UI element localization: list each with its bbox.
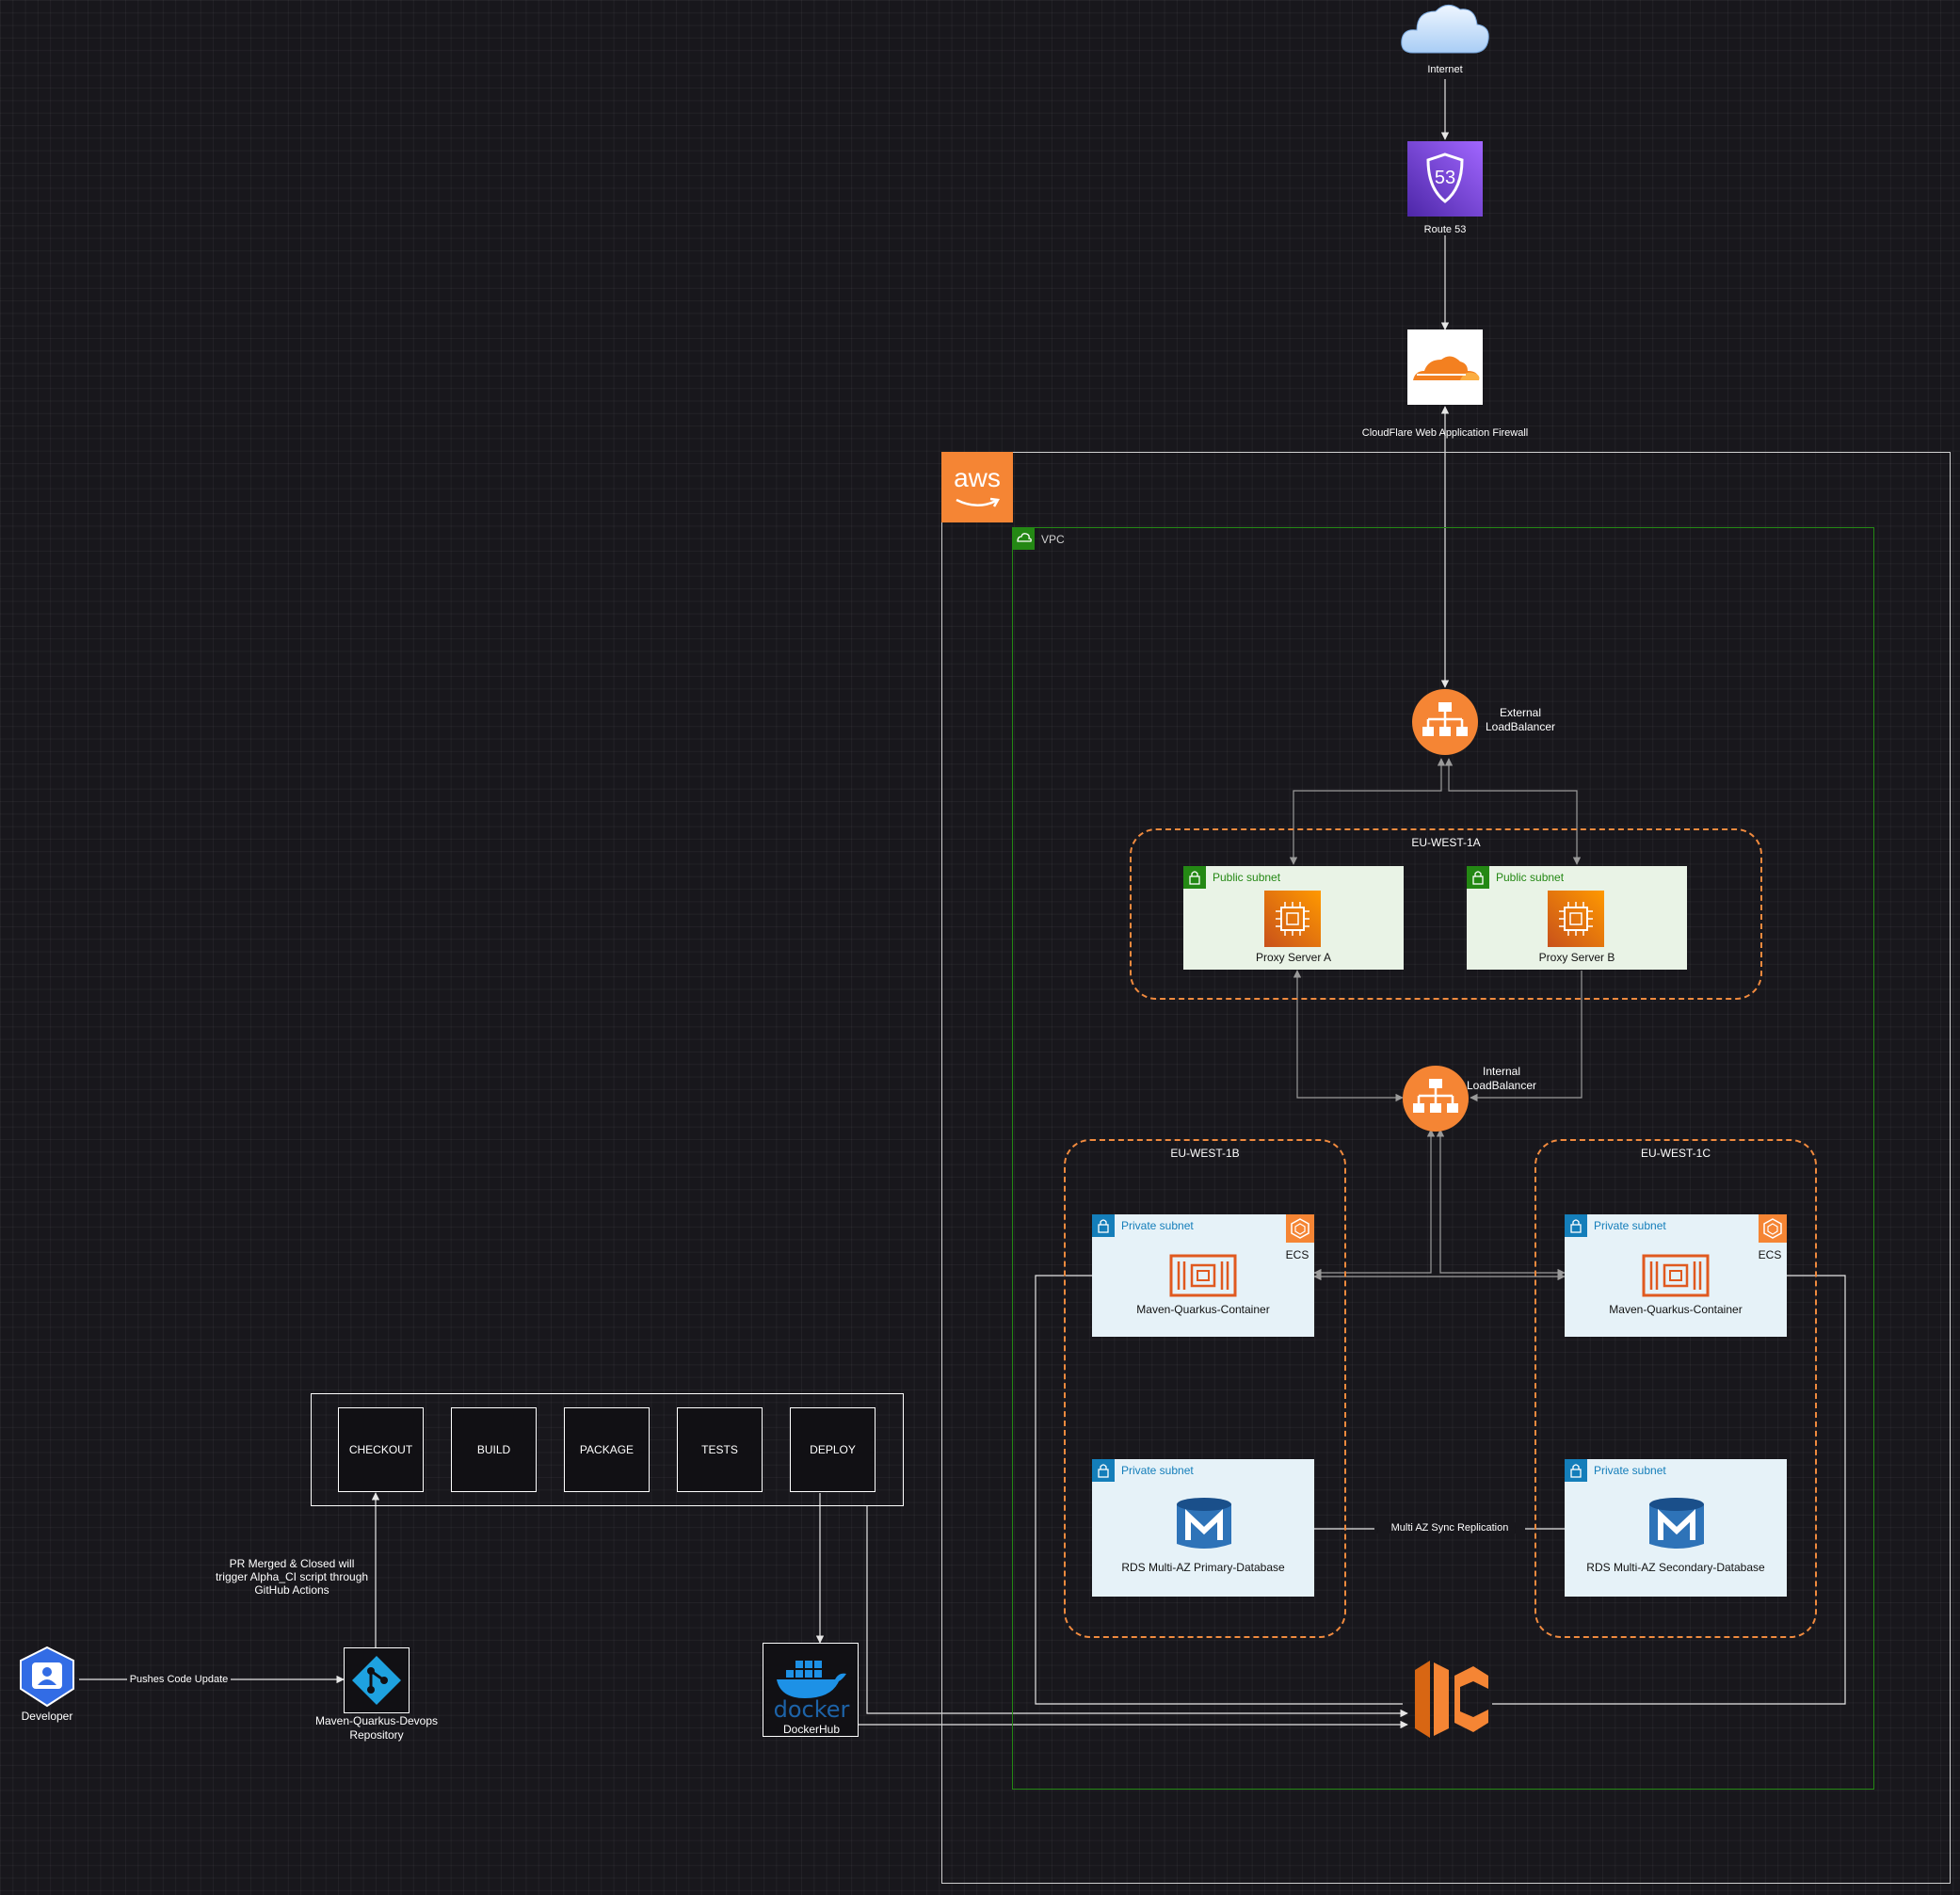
container-1c-label: Maven-Quarkus-Container [1609, 1303, 1743, 1316]
proxy-server-b-label: Proxy Server B [1538, 951, 1615, 964]
external-lb-label-2: LoadBalancer [1485, 720, 1556, 733]
docker-wordmark: docker [773, 1696, 850, 1723]
vpc-icon [1012, 527, 1035, 550]
ecs-badge-icon [1759, 1214, 1787, 1243]
ecs-badge-icon [1286, 1214, 1314, 1243]
ecs-service-icon[interactable] [1407, 1657, 1492, 1742]
repository-label-2: Repository [349, 1728, 404, 1742]
pushes-label: Pushes Code Update [127, 1674, 231, 1685]
dockerhub-node[interactable]: docker DockerHub [763, 1643, 859, 1737]
az-title: EU-WEST-1C [1640, 1147, 1711, 1160]
rds-database-icon [1177, 1498, 1231, 1549]
private-subnet-1b-db: Private subnet RDS Multi-AZ Primary-Data… [1092, 1459, 1314, 1597]
lock-icon [1565, 1459, 1587, 1482]
subnet-title: Private subnet [1594, 1464, 1666, 1477]
edge-extlb-proxy-a [1289, 758, 1446, 865]
internal-lb-label-1: Internal [1482, 1065, 1521, 1078]
az-eu-west-1c: EU-WEST-1C [1534, 1139, 1817, 1638]
route53-label: Route 53 [1423, 224, 1467, 235]
internal-loadbalancer-node[interactable] [1403, 1066, 1469, 1132]
private-subnet-1b-app: Private subnet ECS Maven-Quarkus-Contain… [1092, 1214, 1314, 1337]
az-eu-west-1b: EU-WEST-1B [1064, 1139, 1346, 1638]
aws-cloud-group [941, 452, 1951, 1884]
developer-icon[interactable] [15, 1646, 79, 1710]
repository-node[interactable] [344, 1647, 410, 1713]
ecs-service-label: ECS [1285, 1248, 1309, 1261]
edge-proxy-a-intlb [1293, 970, 1404, 1102]
repository-label-1: Maven-Quarkus-Devops [314, 1714, 439, 1727]
rds-database-icon [1649, 1498, 1704, 1549]
cloudflare-cloud-icon [1413, 356, 1480, 380]
external-loadbalancer-node[interactable] [1412, 689, 1478, 755]
proxy-server-a-label: Proxy Server A [1255, 951, 1332, 964]
stage-deploy[interactable]: DEPLOY [790, 1407, 876, 1492]
aws-logo: aws [941, 452, 1013, 522]
secondary-db-label: RDS Multi-AZ Secondary-Database [1586, 1561, 1765, 1574]
external-lb-label-1: External [1499, 706, 1542, 719]
lock-icon [1467, 866, 1489, 889]
vpc-group [1012, 527, 1874, 1790]
edge-pipeline-ecs [866, 1506, 1408, 1718]
dockerhub-label: DockerHub [782, 1723, 841, 1736]
cloud-icon [1401, 5, 1489, 54]
ec2-icon [1548, 891, 1604, 947]
route53-badge: 53 [1434, 168, 1456, 188]
stage-build[interactable]: BUILD [451, 1407, 537, 1492]
public-subnet-a: Public subnet Proxy Server A [1183, 866, 1404, 970]
route53-shield-icon [1426, 153, 1464, 203]
docker-whale-icon [777, 1661, 846, 1698]
route53-node[interactable]: 53 [1407, 141, 1483, 217]
az-title: EU-WEST-1A [1411, 836, 1481, 849]
edge-extlb-proxy-b [1444, 758, 1582, 865]
loadbalancer-icon [1413, 1079, 1458, 1113]
git-icon [352, 1656, 401, 1705]
pr-merged-label-3: GitHub Actions [254, 1583, 329, 1597]
subnet-title: Private subnet [1121, 1219, 1194, 1232]
stage-package[interactable]: PACKAGE [564, 1407, 650, 1492]
private-subnet-1c-db: Private subnet RDS Multi-AZ Secondary-Da… [1565, 1459, 1787, 1597]
container-1b-label: Maven-Quarkus-Container [1136, 1303, 1270, 1316]
az-eu-west-1a: EU-WEST-1A [1130, 828, 1762, 1000]
internet-label: Internet [1427, 64, 1463, 75]
subnet-title: Public subnet [1496, 871, 1565, 884]
ec2-icon [1264, 891, 1321, 947]
az-title: EU-WEST-1B [1170, 1147, 1240, 1160]
subnet-title: Private subnet [1594, 1219, 1666, 1232]
ecs-service-label: ECS [1758, 1248, 1782, 1261]
aws-logo-text: aws [954, 463, 1001, 492]
pr-merged-label-2: trigger Alpha_CI script through [215, 1570, 369, 1583]
subnet-title: Public subnet [1213, 871, 1281, 884]
primary-db-label: RDS Multi-AZ Primary-Database [1121, 1561, 1285, 1574]
replication-label: Multi AZ Sync Replication [1374, 1522, 1525, 1534]
edge-proxy-b-intlb [1470, 971, 1582, 1102]
stage-tests[interactable]: TESTS [677, 1407, 763, 1492]
public-subnet-b: Public subnet Proxy Server B [1467, 866, 1687, 970]
lock-icon [1565, 1214, 1587, 1237]
developer-label: Developer [21, 1710, 73, 1723]
vpc-label: VPC [1041, 533, 1065, 546]
private-subnet-1c-app: Private subnet ECS Maven-Quarkus-Contain… [1565, 1214, 1787, 1337]
stage-checkout[interactable]: CHECKOUT [338, 1407, 424, 1492]
internal-lb-label-2: LoadBalancer [1466, 1079, 1537, 1092]
subnet-title: Private subnet [1121, 1464, 1194, 1477]
pr-merged-label-1: PR Merged & Closed will [229, 1557, 355, 1570]
lock-icon [1092, 1214, 1115, 1237]
lock-icon [1183, 866, 1206, 889]
cloudflare-label: CloudFlare Web Application Firewall [1361, 427, 1529, 439]
aws-smile-icon [956, 497, 1000, 507]
cloudflare-node[interactable] [1407, 329, 1483, 405]
lock-icon [1092, 1459, 1115, 1482]
loadbalancer-icon [1422, 702, 1468, 736]
container-icon [1169, 1254, 1237, 1297]
container-icon [1642, 1254, 1710, 1297]
ci-pipeline-group [311, 1393, 904, 1506]
